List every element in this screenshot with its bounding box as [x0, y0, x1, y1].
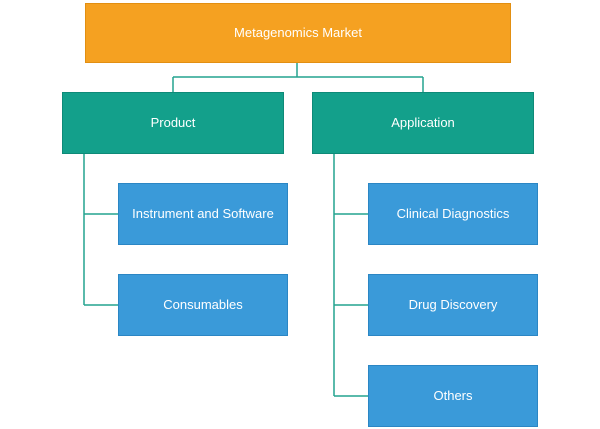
category-node-label: Product [150, 115, 196, 131]
leaf-node-label: Consumables [163, 297, 243, 313]
leaf-node-drug-discovery: Drug Discovery [368, 274, 538, 336]
category-node-product: Product [62, 92, 284, 154]
leaf-node-label: Drug Discovery [408, 297, 498, 313]
category-node-application: Application [312, 92, 534, 154]
leaf-node-consumables: Consumables [118, 274, 288, 336]
leaf-node-label: Clinical Diagnostics [396, 206, 510, 222]
category-node-label: Application [391, 115, 455, 131]
leaf-node-instrument-and-software: Instrument and Software [118, 183, 288, 245]
leaf-node-label: Others [433, 388, 473, 404]
leaf-node-label: Instrument and Software [132, 206, 274, 222]
root-node: Metagenomics Market [85, 3, 511, 63]
leaf-node-others: Others [368, 365, 538, 427]
root-node-label: Metagenomics Market [234, 25, 362, 41]
leaf-node-clinical-diagnostics: Clinical Diagnostics [368, 183, 538, 245]
